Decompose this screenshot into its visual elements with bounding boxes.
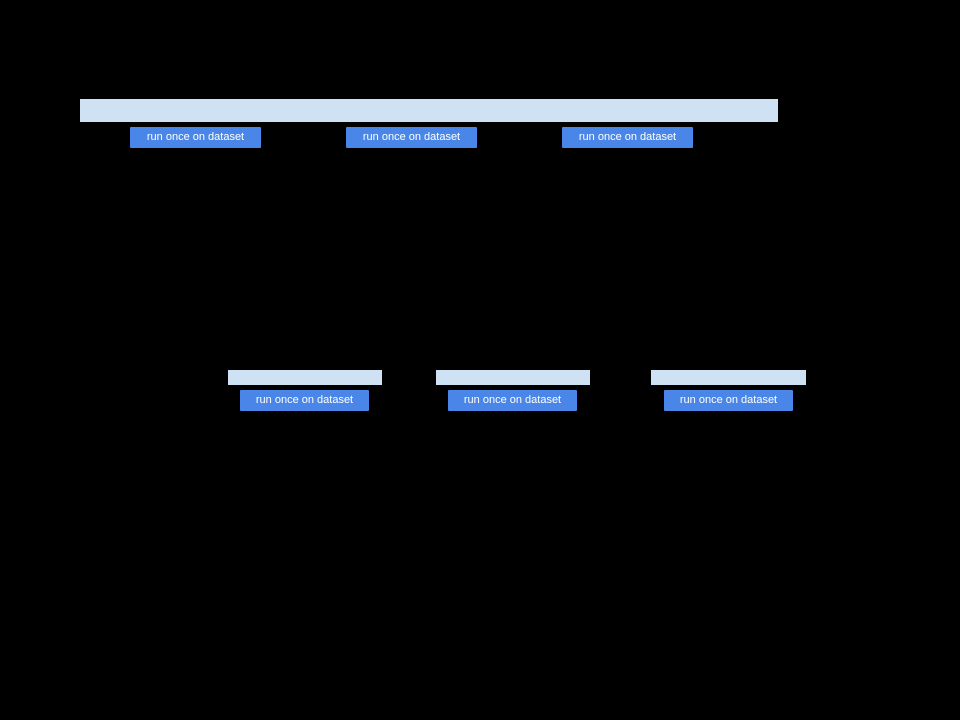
pipeline-bar-wide	[80, 99, 778, 122]
pipeline-bar-small	[228, 370, 382, 385]
run-once-button[interactable]: run once on dataset	[346, 127, 477, 148]
run-once-button[interactable]: run once on dataset	[130, 127, 261, 148]
pipeline-bar-small	[651, 370, 806, 385]
run-once-button[interactable]: run once on dataset	[562, 127, 693, 148]
run-once-button[interactable]: run once on dataset	[664, 390, 793, 411]
run-once-button[interactable]: run once on dataset	[448, 390, 577, 411]
run-once-button[interactable]: run once on dataset	[240, 390, 369, 411]
pipeline-bar-small	[436, 370, 590, 385]
